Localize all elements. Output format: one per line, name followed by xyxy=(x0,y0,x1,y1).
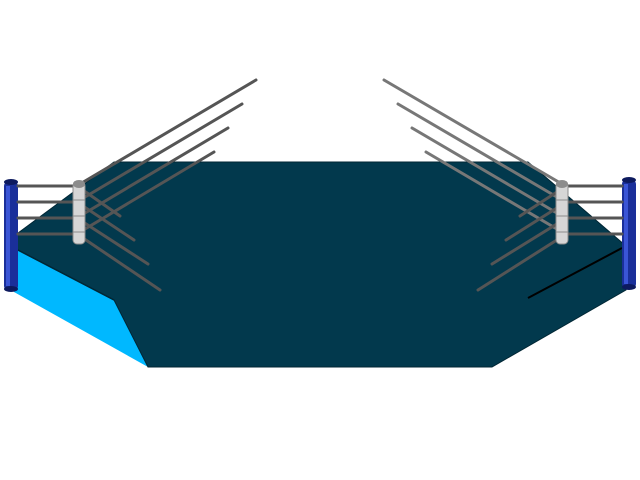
left-apron-panel-top xyxy=(14,248,148,367)
right-short-ropes xyxy=(564,184,624,236)
apron-edge-right xyxy=(527,247,623,299)
right-corner-post xyxy=(622,177,636,290)
left-long-ropes-back xyxy=(78,78,258,234)
right-turnbuckle xyxy=(555,180,569,245)
apron-edge-left xyxy=(13,247,115,301)
left-turnbuckle xyxy=(72,180,86,245)
left-long-ropes-front xyxy=(78,186,162,292)
right-long-ropes-front xyxy=(476,188,562,292)
left-corner-post xyxy=(4,179,18,292)
left-short-ropes xyxy=(16,184,78,236)
wrestling-ring xyxy=(4,78,636,368)
